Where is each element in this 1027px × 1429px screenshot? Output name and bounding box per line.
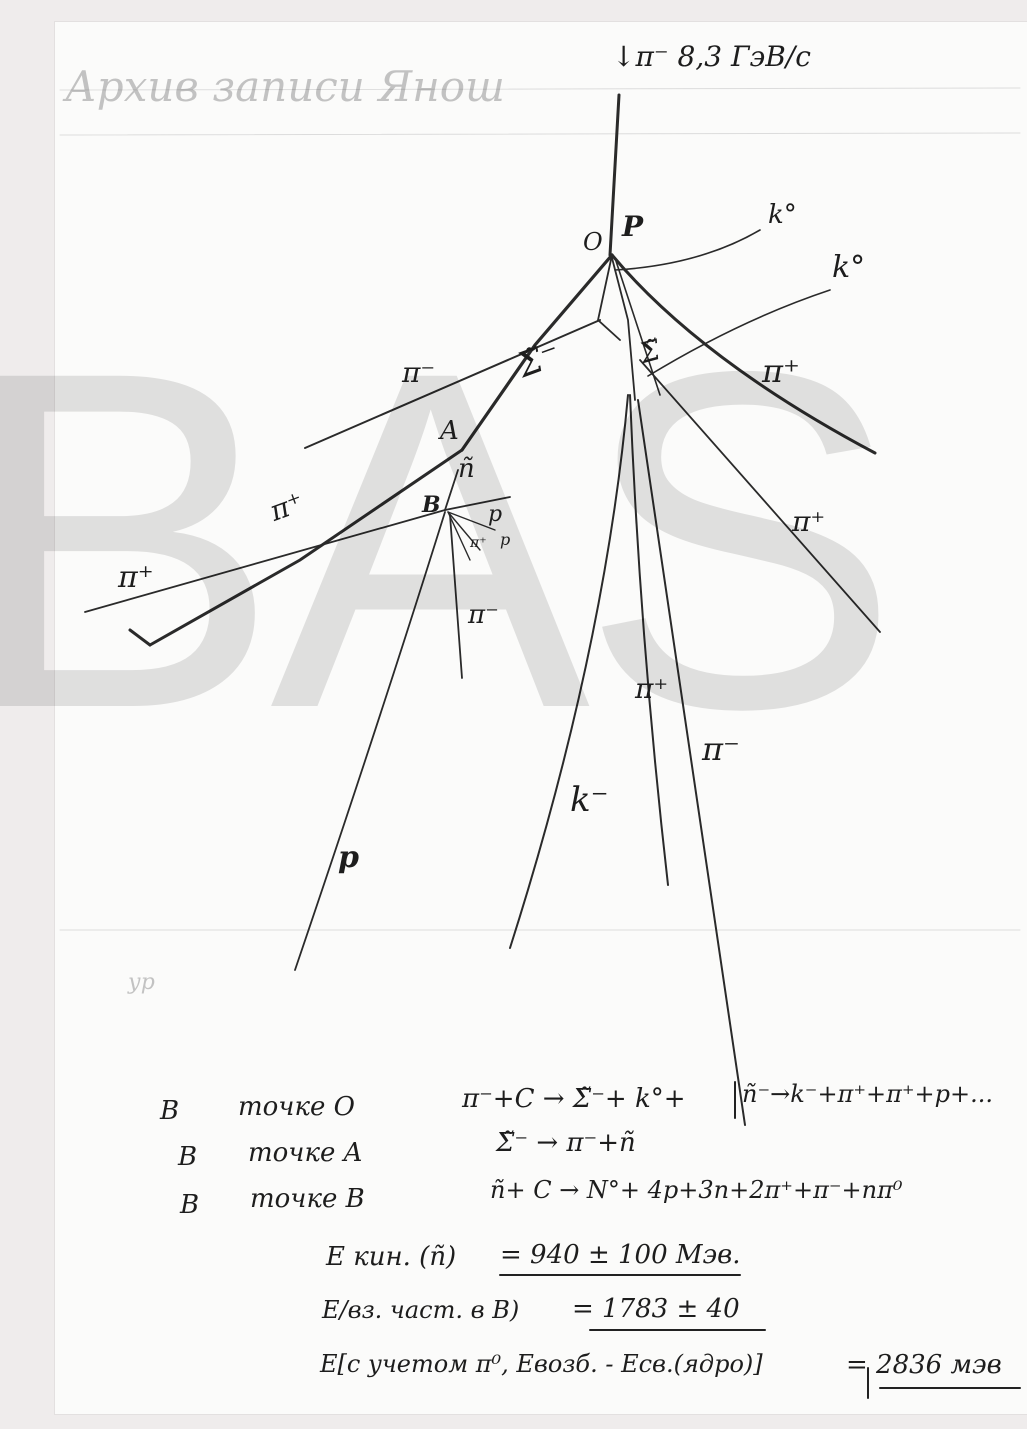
label-pi-plus-small: π⁺: [470, 535, 487, 551]
track-pi-plus-mid: [629, 394, 669, 886]
note-row-1-col4: ñ⁻→k⁻+π⁺+π⁺+p+...: [742, 1080, 994, 1108]
label-pi-plus-b: π⁺: [118, 560, 154, 595]
label-k-minus: k⁻: [570, 780, 609, 820]
energy-3-value: = 2836 мэв: [846, 1350, 1002, 1380]
label-pi-minus-b: π⁻: [468, 600, 499, 630]
track-b-short-2: [447, 511, 471, 561]
track-b-short-3: [447, 511, 496, 531]
note-row-2-col2: точке A: [248, 1138, 363, 1168]
vertex-b: B: [422, 492, 441, 518]
label-pi-plus-mid: π⁺: [635, 672, 669, 705]
track-b-short-1: [447, 511, 481, 551]
label-p-b: p: [488, 502, 503, 527]
track-k0-lower: [647, 289, 831, 377]
side-label: ур: [128, 970, 155, 995]
energy-2-label: E/вз. част. в В): [322, 1296, 520, 1324]
track-v-tip: [128, 628, 152, 647]
document-page: [55, 22, 1027, 1414]
track-inner-3: [614, 257, 661, 396]
track-pi-minus-b: [449, 514, 463, 679]
faded-title: Архив записи Янош: [65, 62, 505, 111]
note-row-1-col2: точке O: [238, 1092, 355, 1122]
label-k0-upper: k°: [768, 200, 797, 230]
label-p-bottom: p: [338, 840, 359, 875]
energy-1-value: = 940 ± 100 Мэв.: [500, 1240, 741, 1270]
track-b-right: [444, 496, 511, 511]
track-inner-2: [611, 257, 636, 401]
note-row-2-col3: Σ̃⁻ → π⁻+ñ: [496, 1128, 636, 1158]
label-p-small: p: [500, 530, 511, 549]
vertex-a: A: [440, 416, 459, 446]
track-sigma: [460, 253, 614, 452]
vertex-o: O: [583, 228, 603, 256]
ruled-lines: [59, 87, 1021, 931]
track-inner-1: [597, 254, 621, 341]
vertex-p: P: [622, 210, 644, 243]
label-pi-minus-left: π⁻: [402, 356, 436, 389]
energy-2-value: = 1783 ± 40: [572, 1294, 740, 1324]
beam-label: ↓π⁻ 8,3 ГэВ/с: [612, 40, 811, 73]
note-row-3-col2: точке B: [250, 1184, 365, 1214]
track-p-bottom: [294, 511, 446, 971]
note-row-3-col1: В: [180, 1190, 200, 1220]
track-pi-minus-left: [304, 319, 601, 449]
track-a-lower: [148, 448, 464, 647]
notes-underlines: [499, 1081, 1021, 1399]
note-row-2-col1: В: [178, 1142, 198, 1172]
energy-3-label: E[с учетом π⁰, Eвозб. - Eсв.(ядро)]: [320, 1350, 763, 1378]
track-beam: [608, 93, 621, 257]
track-b-stub: [444, 469, 459, 511]
label-pi-plus-right: π⁺: [762, 352, 800, 390]
note-row-1-col1: В: [160, 1096, 180, 1126]
track-k0-upper: [614, 229, 761, 271]
label-pi-minus-mid: π⁻: [702, 730, 740, 768]
track-pi-plus-right: [610, 253, 877, 455]
label-n-tilde: ñ: [458, 454, 475, 484]
label-pi-plus-far: π⁺: [792, 505, 826, 538]
note-row-3-col3: ñ+ C → N°+ 4p+3n+2π⁺+π⁻+nπ⁰: [490, 1176, 903, 1204]
track-pi-plus-b: [84, 509, 446, 613]
note-row-1-col3: π⁻+C → Σ̃⁻+ k°+: [462, 1084, 686, 1114]
track-pi-plus-far: [639, 359, 881, 633]
track-k-minus: [509, 394, 629, 949]
track-pi-minus-mid: [637, 399, 746, 1126]
energy-1-label: E кин. (ñ): [326, 1242, 457, 1272]
label-k0-lower: k°: [832, 250, 866, 285]
